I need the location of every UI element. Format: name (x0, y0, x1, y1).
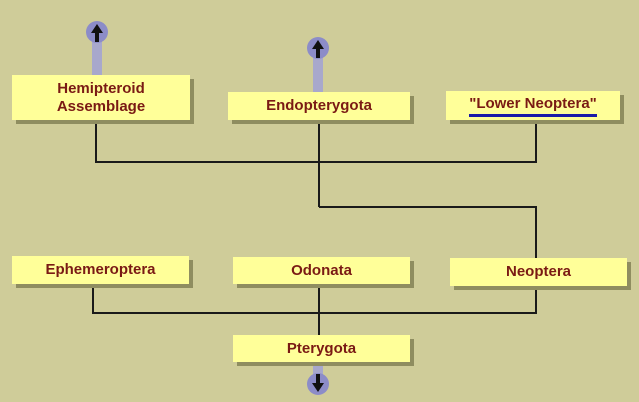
taxon-label: Hemipteroid Assemblage (56, 79, 146, 115)
arrow-up-icon (307, 37, 329, 59)
taxon-neoptera: Neoptera (450, 258, 627, 286)
taxon-label: Ephemeroptera (45, 261, 156, 278)
taxon-link-label[interactable]: "Lower Neoptera" (469, 95, 597, 117)
taxon-lower-neoptera-link[interactable]: "Lower Neoptera" (446, 91, 620, 120)
taxon-label: Endopterygota (266, 97, 372, 114)
pterygota-arrow-stem (313, 360, 323, 382)
neoptera-connector-line (319, 206, 537, 258)
upper-clade-line (95, 120, 537, 163)
arrow-down-icon (307, 373, 329, 395)
taxon-label: Neoptera (505, 263, 572, 280)
branch-lines (92, 120, 537, 335)
taxon-odonata: Odonata (233, 257, 410, 284)
taxon-ephemeroptera: Ephemeroptera (12, 256, 189, 284)
arrow-up-icon (86, 21, 108, 43)
lower-clade-line (92, 284, 537, 314)
hemipteroid-arrow-stem (92, 30, 102, 78)
endopterygota-arrow-stem (313, 46, 323, 94)
taxon-pterygota: Pterygota (233, 335, 410, 362)
taxon-label: Odonata (291, 261, 352, 279)
taxon-endopterygota: Endopterygota (228, 92, 410, 120)
arrow-stems (92, 30, 323, 382)
taxon-label: Pterygota (286, 339, 357, 357)
taxon-hemipteroid-assemblage: Hemipteroid Assemblage (12, 75, 190, 120)
